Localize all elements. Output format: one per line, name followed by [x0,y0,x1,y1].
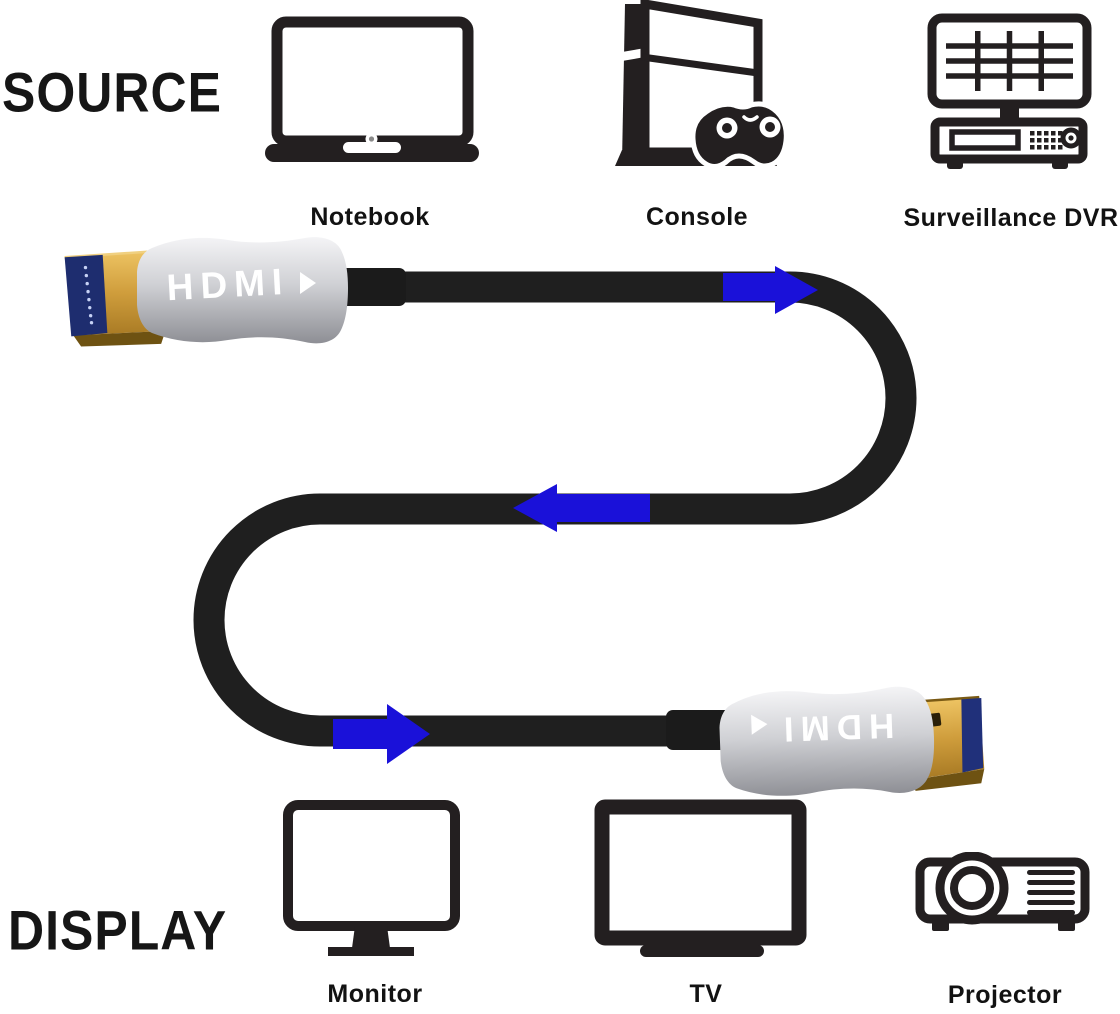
plug-face-right [961,698,984,773]
direction-mark-right [751,714,768,735]
flow-arrow-bottom-right [333,704,430,764]
notebook-icon [265,16,479,162]
hdmi-label-right: HDMI [776,706,895,749]
flow-arrow-middle-left [513,484,650,532]
projector-icon [915,852,1090,931]
tv-icon [594,799,807,957]
device-label-projector: Projector [947,981,1063,1009]
hdmi-label-left: HDMI [166,261,291,308]
console-icon [615,0,789,170]
hdmi-connector-left: HDMI [64,237,406,347]
connector-shell-right [719,686,935,796]
flow-arrow-top-right [723,266,818,314]
display-section-label: DISPLAY [8,899,228,962]
connector-shell-left [137,237,348,344]
monitor-icon [283,800,460,956]
source-section-label: SOURCE [2,61,222,124]
plug-face-left [64,254,108,337]
device-label-monitor: Monitor [327,980,423,1008]
device-label-notebook: Notebook [310,203,430,231]
hdmi-connector-right: HDMI [666,686,985,796]
device-label-console: Console [645,203,749,231]
direction-mark-left [300,272,316,294]
device-label-tv: TV [689,980,723,1008]
device-label-surveillance-dvr: Surveillance DVR [903,204,1119,232]
surveillance-dvr-icon [927,13,1092,169]
